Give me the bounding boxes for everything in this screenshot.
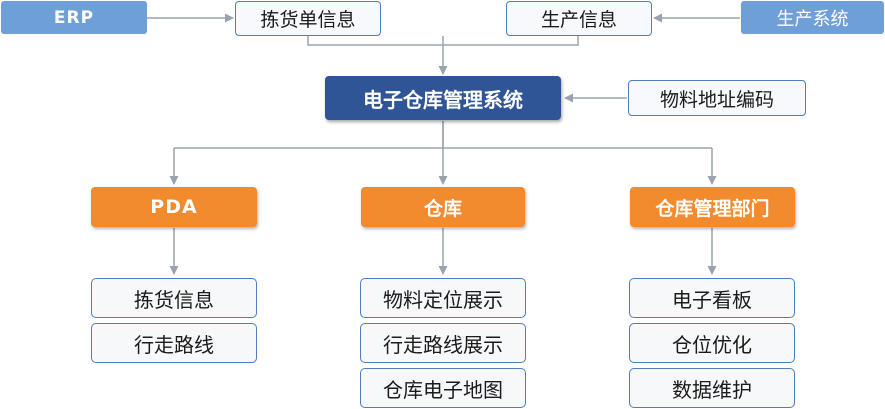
material-code-node: 物料地址编码: [628, 80, 806, 116]
core-system-node: 电子仓库管理系统: [325, 76, 561, 120]
management-item-dashboard: 电子看板: [629, 278, 795, 318]
warehouse-item-electronic-map: 仓库电子地图: [360, 368, 526, 408]
pda-node: PDA: [91, 187, 257, 227]
management-item-slot-optimization: 仓位优化: [629, 323, 795, 363]
erp-node: ERP: [1, 1, 147, 34]
production-system-node: 生产系统: [741, 1, 884, 34]
management-item-data-maintenance: 数据维护: [629, 368, 795, 408]
pda-item-pick-info: 拣货信息: [91, 278, 257, 318]
management-node: 仓库管理部门: [630, 187, 795, 227]
pda-item-walk-route: 行走路线: [91, 323, 257, 363]
warehouse-item-route-display: 行走路线展示: [360, 323, 526, 363]
production-info-node: 生产信息: [506, 1, 652, 36]
warehouse-item-material-location: 物料定位展示: [360, 278, 526, 318]
warehouse-node: 仓库: [361, 187, 525, 227]
pick-info-node: 拣货单信息: [235, 1, 381, 36]
